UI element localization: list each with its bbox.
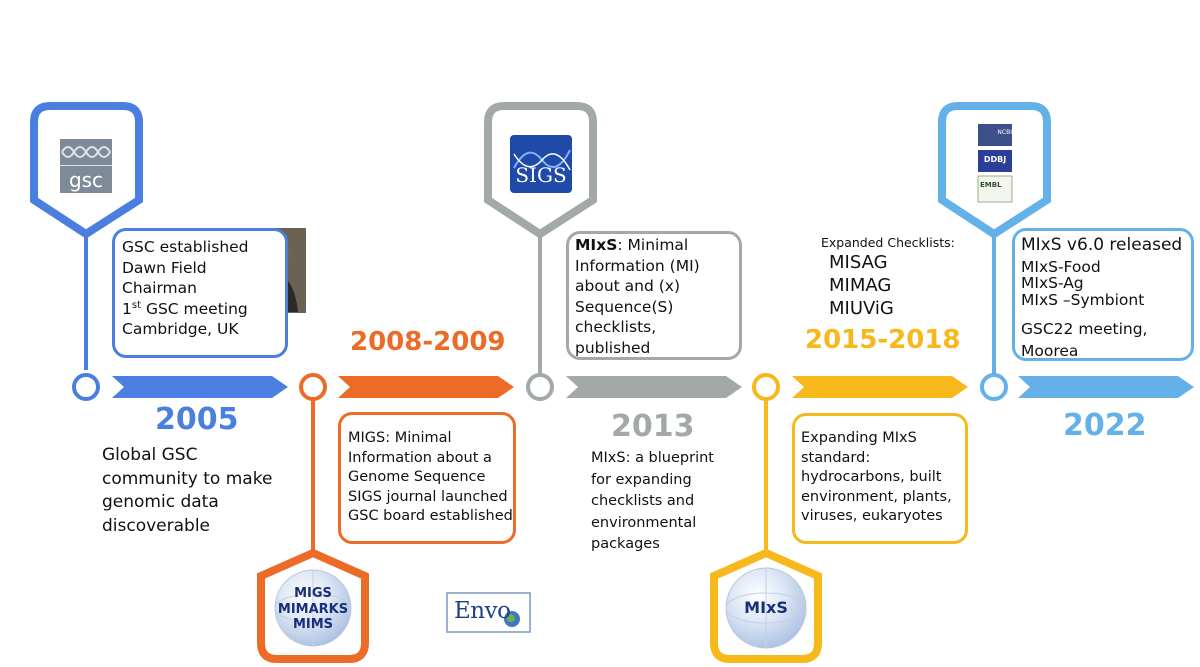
box-2015-line-4: environment, plants, [801,488,952,505]
box-2022-line-6: Moorea [1021,342,1079,360]
box-2013-line-3: about and (x) [575,277,681,295]
box-2015-line-5: viruses, eukaryotes [801,508,943,524]
box-2022-line-4: MIxS –Symbiont [1021,291,1145,309]
box-2013 [566,231,742,360]
box-2015-text: Expanding MIxS standard: hydrocarbons, b… [801,429,952,527]
below-2005-line-2: community to make [102,468,273,489]
box-2005-line-5: Cambridge, UK [122,320,239,338]
below-2005-line-3: genomic data [102,492,219,512]
box-2008 [338,412,516,544]
below-2005-line-4: discoverable [102,515,211,536]
box-2008-line-5: GSC board established [348,508,513,524]
box-2008-line-4: SIGS journal launched [348,488,508,505]
checklist-list: MISAG MIMAG MIUViG [829,251,894,320]
below-2013-line-4: environmental [591,514,697,531]
box-2022-line-1: MIxS v6.0 released [1021,235,1183,255]
sigs-logo-text: SIGS [515,163,567,187]
box-2013-line-4: Sequence(S) [575,297,674,316]
box-2015 [792,413,968,544]
badge-2008 [257,373,369,663]
box-2015-line-2: standard: [801,449,871,466]
badge-2013 [484,102,597,401]
ncbi-logo-label: NCBI [997,129,1012,136]
box-2022-line-3: MIxS-Ag [1021,274,1084,292]
box-2005-line-1: GSC established [122,238,249,256]
box-2008-text: MIGS: Minimal Information about a Genome… [348,429,513,527]
checklist-misag: MISAG [829,252,888,273]
box-2005-line-3: Chairman [122,279,197,297]
below-2013-line-2: for expanding [591,471,692,488]
year-2015-2018: 2015-2018 [805,325,961,355]
envo-logo [446,592,531,633]
box-2008-line-2: Information about a [348,449,492,466]
box-2005-text: GSC established Dawn Field Chairman 1st … [122,237,249,340]
below-2005-line-1: Global GSC [102,445,198,465]
box-2005-line-4: 1st GSC meeting [122,299,248,318]
below-2013-text: MIxS: a blueprint for expanding checklis… [591,448,714,556]
below-2013-line-1: MIxS: a blueprint [591,450,714,466]
year-2008-2009: 2008-2009 [350,327,506,357]
year-2005: 2005 [155,402,239,437]
arrow-2008 [338,376,514,398]
globe-label-mimarks: MIMARKS [277,601,349,617]
box-2022-line-2: MIxS-Food [1021,258,1101,276]
expanded-checklists-title: Expanded Checklists: [821,235,955,250]
globe-mixs-text: MIxS [744,598,788,617]
box-2013-line-2: Information (MI) [575,256,700,275]
badge-2005 [30,102,143,401]
checklist-mimag: MIMAG [829,275,892,296]
arrow-2005 [112,376,288,398]
box-2008-line-1: MIGS: Minimal [348,430,452,446]
badge-2015 [710,373,822,663]
box-2022-line-5: GSC22 meeting, [1021,320,1148,338]
arrow-2015 [792,376,968,398]
globe-2008-text: MIGS MIMARKS MIMS [271,586,355,633]
below-2013-line-5: packages [591,536,660,552]
badge-2022 [938,102,1051,401]
gsc-logo-text: gsc [68,168,104,192]
arrow-2013 [566,376,742,398]
box-2013-line-6: published [575,338,651,357]
box-2015-line-3: hydrocarbons, built [801,469,942,485]
box-2013-line-1: MIxS: Minimal [575,236,689,254]
box-2005 [112,228,288,358]
box-2022 [1012,228,1194,361]
box-2005-line-2: Dawn Field [122,258,207,277]
ddbj-logo-label: DDBJ [983,155,1007,164]
box-2015-line-1: Expanding MIxS [801,430,917,446]
box-2008-line-3: Genome Sequence [348,469,486,485]
box-2022-text: MIxS v6.0 released MIxS-Food MIxS-Ag MIx… [1021,234,1182,362]
checklist-miuvig: MIUViG [829,298,894,319]
box-2013-text: MIxS: Minimal Information (MI) about and… [575,235,700,358]
globe-label-mims: MIMS [292,617,334,632]
box-2013-line-5: checklists, [575,318,657,336]
arrow-2022 [1018,376,1194,398]
year-2013: 2013 [611,409,695,444]
globe-label-migs: MIGS [294,586,332,601]
below-2013-line-3: checklists and [591,493,695,509]
envo-logo-text: Envo [454,598,511,624]
year-2022: 2022 [1063,408,1147,443]
embl-logo-label: EMBL [980,181,1002,189]
below-2005-text: Global GSC community to make genomic dat… [102,444,272,538]
